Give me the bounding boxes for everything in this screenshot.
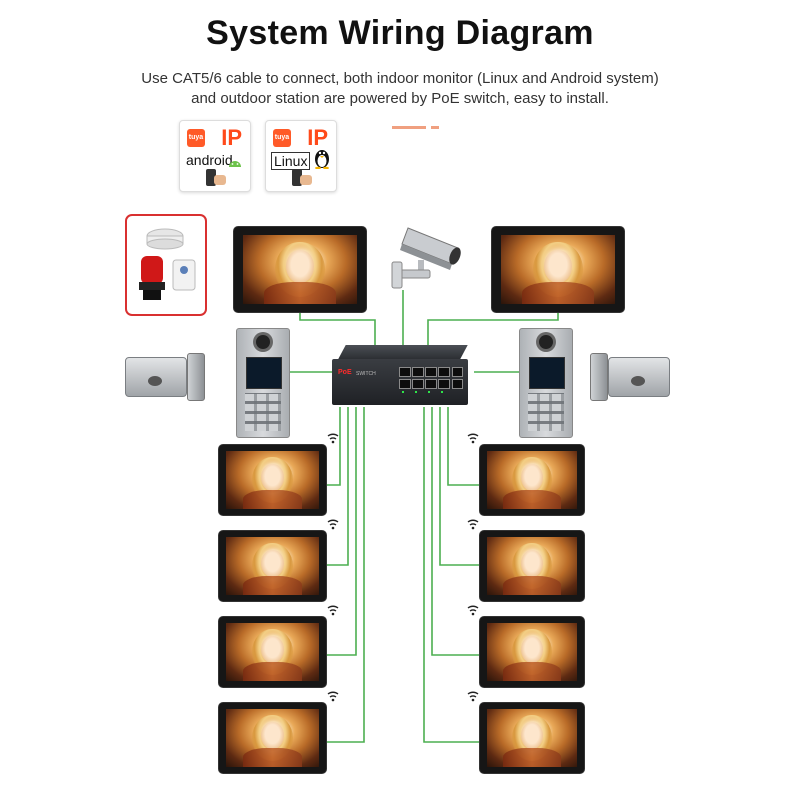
wifi-icon — [327, 605, 339, 616]
camera-lens-icon — [256, 335, 270, 349]
indoor-monitor-left-4 — [219, 703, 326, 773]
android-icon — [229, 161, 241, 167]
indoor-monitor-left-1 — [219, 445, 326, 515]
switch-port — [399, 367, 411, 377]
tuya-logo: tuya — [187, 129, 205, 147]
decor-dash — [392, 126, 426, 129]
hand-icon — [214, 175, 226, 185]
outdoor-station-right — [519, 328, 573, 438]
uplink-port — [452, 367, 463, 377]
monitor-screen — [487, 709, 577, 767]
switch-port — [412, 379, 424, 389]
page-title: System Wiring Diagram — [206, 14, 594, 52]
switch-port — [438, 367, 450, 377]
monitor-screen — [243, 234, 357, 305]
os-label: android — [186, 152, 233, 168]
keyhole-icon — [631, 376, 645, 386]
hand-icon — [300, 175, 312, 185]
camera-lens-icon — [539, 335, 553, 349]
indoor-monitor-top-left — [234, 227, 366, 312]
android-ip-badge: tuya IP android — [179, 120, 251, 192]
electric-lock-right — [590, 353, 670, 401]
switch-port — [412, 367, 424, 377]
indoor-monitor-right-1 — [480, 445, 584, 515]
monitor-screen — [487, 537, 577, 595]
wifi-icon — [467, 605, 479, 616]
uplink-port — [452, 379, 463, 389]
wifi-icon — [467, 691, 479, 702]
switch-port — [425, 379, 437, 389]
monitor-screen — [226, 709, 319, 767]
wifi-icon — [327, 691, 339, 702]
indoor-monitor-top-right — [492, 227, 624, 312]
monitor-screen — [501, 234, 615, 305]
monitor-screen — [487, 451, 577, 509]
monitor-screen — [487, 623, 577, 681]
decor-dash — [431, 126, 439, 129]
linux-ip-badge: tuya IP Linux — [265, 120, 337, 192]
outdoor-station-left — [236, 328, 290, 438]
alarm-devices-icon — [139, 228, 196, 300]
switch-label: SWITCH — [356, 371, 376, 377]
monitor-screen — [226, 623, 319, 681]
phone-icon — [206, 169, 216, 186]
wifi-icon — [327, 433, 339, 444]
switch-port — [438, 379, 450, 389]
switch-port — [399, 379, 411, 389]
os-label: Linux — [271, 152, 311, 170]
tuya-logo: tuya — [273, 129, 291, 147]
station-display — [246, 357, 282, 389]
indoor-monitor-right-4 — [480, 703, 584, 773]
station-display — [529, 357, 565, 389]
cctv-camera-icon — [391, 227, 461, 289]
subtitle-line-2: and outdoor station are powered by PoE s… — [191, 90, 609, 107]
monitor-screen — [226, 537, 319, 595]
switch-brand: PoE — [338, 369, 352, 376]
phone-icon — [292, 169, 302, 186]
wifi-icon — [467, 433, 479, 444]
poe-switch: PoE SWITCH — [332, 345, 474, 407]
indoor-monitor-right-2 — [480, 531, 584, 601]
keyhole-icon — [148, 376, 162, 386]
indoor-monitor-left-2 — [219, 531, 326, 601]
ip-label: IP — [221, 125, 242, 150]
indoor-monitor-right-3 — [480, 617, 584, 687]
subtitle-line-1: Use CAT5/6 cable to connect, both indoor… — [141, 70, 659, 87]
alarm-devices-box — [125, 214, 207, 316]
electric-lock-left — [125, 353, 205, 401]
wifi-icon — [467, 519, 479, 530]
indoor-monitor-left-3 — [219, 617, 326, 687]
ip-label: IP — [307, 125, 328, 150]
tux-penguin-icon — [315, 150, 329, 169]
wifi-icon — [327, 519, 339, 530]
switch-port — [425, 367, 437, 377]
monitor-screen — [226, 451, 319, 509]
